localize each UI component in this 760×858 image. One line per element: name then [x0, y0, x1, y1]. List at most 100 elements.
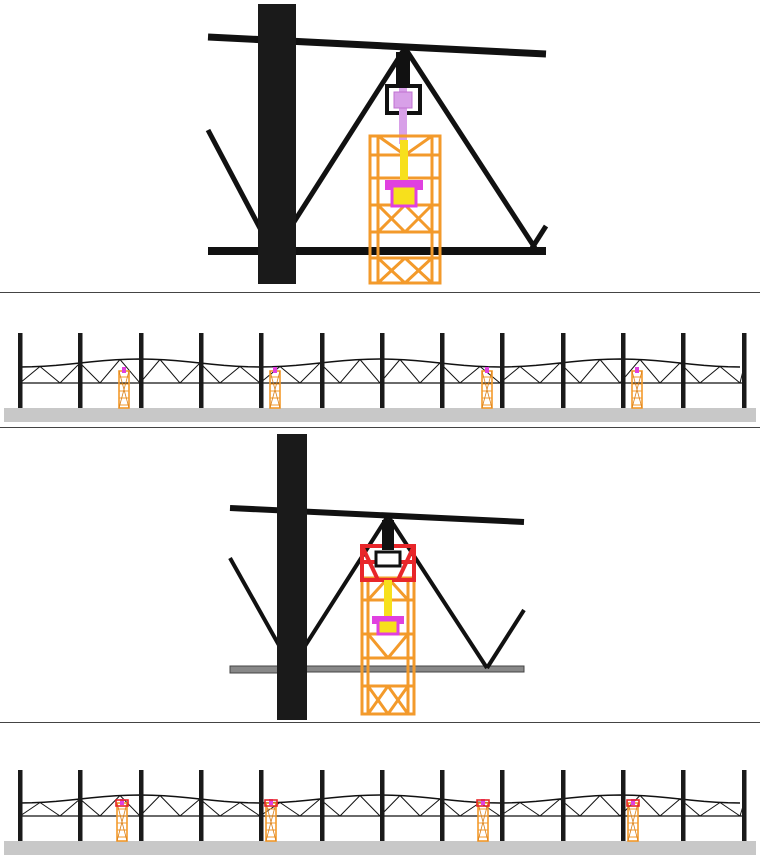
tower-diagonal: [265, 802, 277, 842]
truss-diagonal: [699, 366, 721, 384]
steel-column: [742, 770, 747, 841]
steel-column: [18, 770, 23, 841]
tower-diagonal: [118, 370, 130, 409]
jack-icon: [273, 367, 277, 373]
truss-diagonal: [99, 359, 121, 384]
jack-icon: [481, 799, 485, 805]
truss-diagonal: [79, 798, 101, 817]
truss-diagonal: [659, 798, 681, 817]
steel-column: [258, 4, 296, 284]
truss-diagonal: [179, 362, 201, 384]
steel-column: [681, 770, 686, 841]
truss-diagonal: [205, 128, 265, 234]
elevation-drawing-before: [4, 333, 756, 422]
truss-diagonal: [219, 366, 241, 384]
truss-diagonal: [579, 359, 601, 384]
jack-icon: [122, 367, 126, 373]
truss-diagonal: [279, 366, 301, 384]
truss-diagonal: [402, 46, 538, 250]
panel-divider: [0, 427, 760, 428]
truss-diagonal: [39, 802, 61, 817]
yellow-shaft: [384, 580, 392, 622]
steel-column: [139, 770, 144, 841]
jack-icon: [635, 367, 639, 373]
truss-diagonal: [299, 798, 321, 817]
jack-icon: [120, 799, 124, 805]
jack-icon: [631, 799, 635, 805]
truss-diagonal: [419, 798, 441, 817]
truss-diagonal: [359, 795, 381, 817]
truss-diagonal: [485, 608, 526, 670]
tower-diagonal: [481, 370, 493, 409]
panel-divider: [0, 722, 760, 723]
steel-column: [380, 333, 385, 408]
steel-column: [742, 333, 747, 408]
steel-column: [78, 333, 83, 408]
truss-diagonal: [119, 795, 141, 817]
truss-diagonal: [179, 798, 201, 817]
truss-diagonal: [39, 366, 61, 384]
truss-diagonal: [529, 224, 549, 250]
truss-diagonal: [159, 359, 181, 384]
panel-divider: [0, 292, 760, 293]
tower-diagonal: [116, 802, 128, 842]
truss-diagonal: [279, 802, 301, 817]
yellow-shaft: [400, 140, 408, 184]
truss-diagonal: [359, 359, 381, 384]
steel-column: [621, 770, 626, 841]
truss-diagonal: [59, 798, 81, 817]
truss-diagonal: [339, 359, 361, 384]
steel-column: [320, 770, 325, 841]
tower-diagonal: [269, 370, 281, 409]
steel-column: [440, 333, 445, 408]
truss-diagonal: [289, 46, 408, 227]
truss-diagonal: [579, 795, 601, 817]
steel-column: [199, 333, 204, 408]
elevation-drawing-after: [4, 770, 756, 855]
steel-column: [621, 333, 626, 408]
ground-slab: [4, 408, 756, 422]
jack-icon: [269, 799, 273, 805]
truss-diagonal: [479, 366, 501, 384]
jack-icon: [485, 367, 489, 373]
detail-panel-before: [0, 0, 760, 292]
head-frame: [264, 799, 278, 807]
steel-column: [500, 770, 505, 841]
detail-drawing-after: [228, 434, 526, 720]
truss-diagonal: [119, 359, 141, 384]
steel-column: [18, 333, 23, 408]
truss-diagonal: [519, 366, 541, 384]
elevation-panel-before: [0, 293, 760, 427]
truss-diagonal: [659, 362, 681, 384]
head-frame: [115, 799, 129, 807]
elevation-panel-after: [0, 723, 760, 858]
truss-diagonal: [219, 802, 241, 817]
truss-diagonal: [239, 802, 261, 817]
steel-column: [500, 333, 505, 408]
truss-diagonal: [539, 798, 561, 817]
jack-body: [390, 184, 418, 208]
truss-diagonal: [79, 362, 101, 384]
truss-diagonal: [99, 795, 121, 817]
truss-diagonal: [159, 795, 181, 817]
head-frame: [476, 799, 490, 807]
truss-diagonal: [639, 795, 661, 817]
steel-column: [259, 333, 264, 408]
truss-diagonal: [239, 366, 261, 384]
truss-diagonal: [519, 802, 541, 817]
steel-column: [681, 333, 686, 408]
truss-diagonal: [719, 802, 741, 817]
truss-diagonal: [539, 362, 561, 384]
truss-diagonal: [228, 557, 287, 657]
steel-column: [561, 333, 566, 408]
tower-diagonal: [631, 370, 643, 409]
truss-diagonal: [386, 514, 489, 670]
truss-diagonal: [599, 359, 621, 384]
steel-column: [199, 770, 204, 841]
jack-plate: [393, 91, 413, 109]
jack-body: [376, 618, 400, 636]
steel-column: [139, 333, 144, 408]
jack-rod: [399, 88, 407, 144]
steel-column: [78, 770, 83, 841]
hanger-block: [396, 52, 410, 86]
